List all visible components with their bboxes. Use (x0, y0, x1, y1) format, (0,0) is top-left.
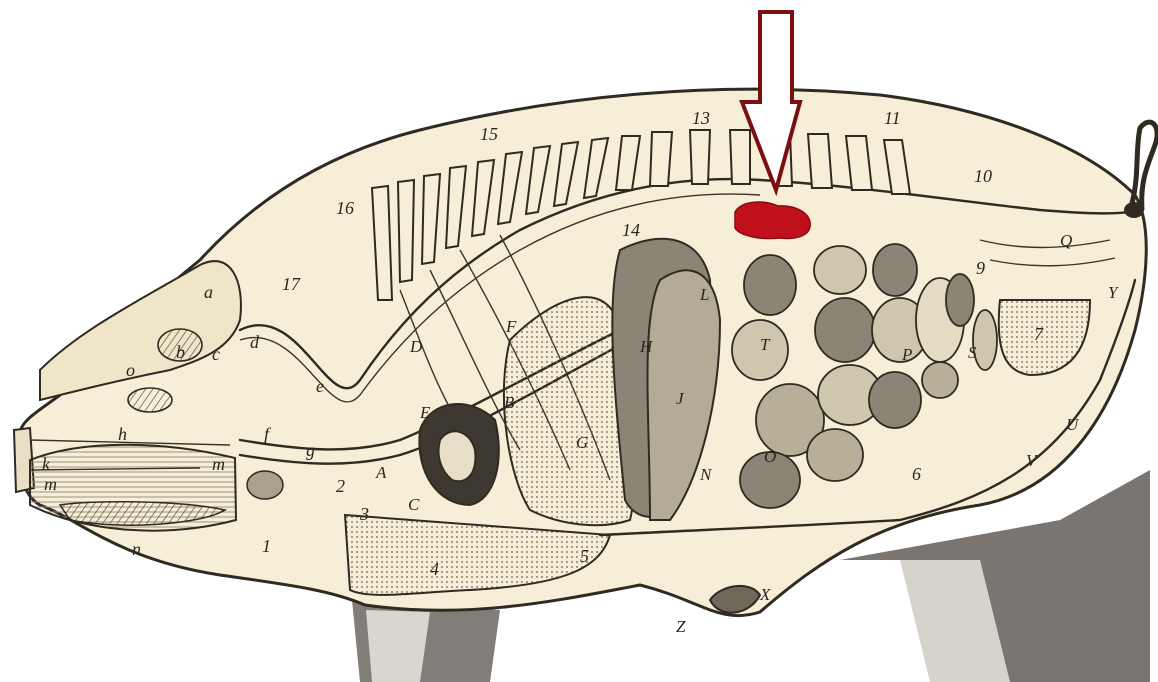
label-7: 7 (1034, 324, 1044, 344)
label-o: o (126, 360, 135, 380)
label-13: 13 (692, 108, 710, 128)
label-m-left: m (44, 474, 57, 494)
label-H: H (639, 337, 654, 356)
label-6: 6 (912, 464, 921, 484)
label-E: E (419, 403, 431, 422)
label-g: g (306, 440, 315, 460)
label-G: G (576, 433, 588, 452)
label-A: A (375, 463, 387, 482)
label-Q: Q (1060, 231, 1072, 250)
label-d: d (250, 332, 260, 352)
label-c: c (212, 344, 220, 364)
label-15: 15 (480, 124, 498, 144)
label-Z: Z (676, 617, 686, 636)
label-S: S (968, 343, 977, 362)
label-11: 11 (884, 108, 901, 128)
label-N: N (699, 465, 713, 484)
label-2: 2 (336, 476, 345, 496)
label-9: 9 (976, 258, 985, 278)
label-m-right: m (212, 454, 225, 474)
label-Y: Y (1108, 283, 1119, 302)
label-P: P (901, 345, 912, 364)
label-h: h (118, 424, 127, 444)
label-k: k (42, 454, 51, 474)
label-a: a (204, 282, 213, 302)
label-e: e (316, 376, 324, 396)
label-B: B (504, 393, 515, 412)
label-O: O (764, 447, 776, 466)
label-n: n (132, 539, 141, 559)
label-L: L (699, 285, 709, 304)
label-17: 17 (282, 274, 301, 294)
label-b: b (176, 342, 185, 362)
label-C: C (408, 495, 420, 514)
label-10: 10 (974, 166, 992, 186)
label-5: 5 (580, 546, 589, 566)
label-16: 16 (336, 198, 354, 218)
label-3: 3 (359, 504, 369, 524)
label-14: 14 (622, 220, 640, 240)
label-D: D (409, 337, 423, 356)
label-T: T (760, 335, 771, 354)
tail (1124, 122, 1157, 218)
label-U: U (1066, 415, 1080, 434)
label-F: F (505, 317, 517, 336)
label-4: 4 (430, 559, 439, 579)
label-1: 1 (262, 536, 271, 556)
label-X: X (759, 585, 771, 604)
